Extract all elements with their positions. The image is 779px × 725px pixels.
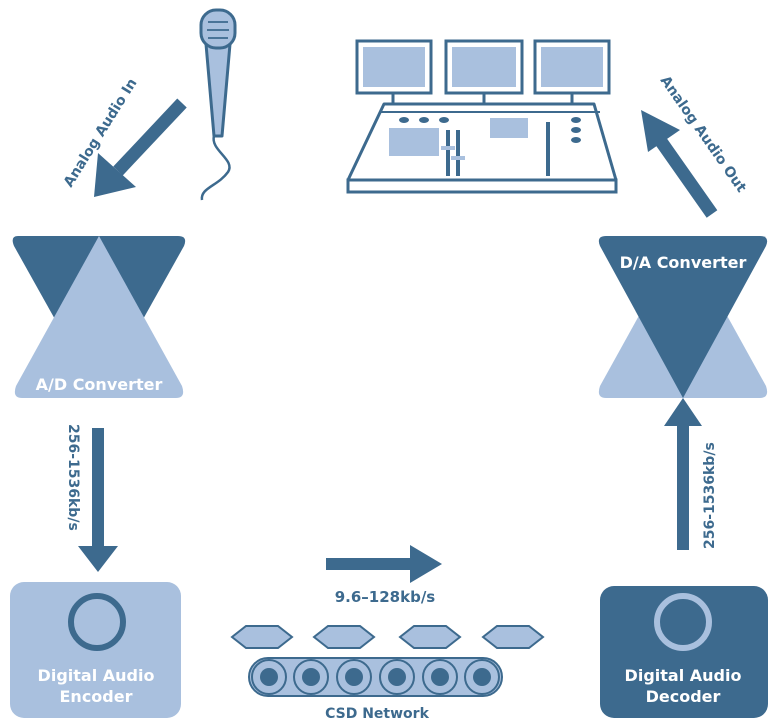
microphone-icon <box>199 8 237 201</box>
ad-converter <box>12 236 186 398</box>
down-arrow-left <box>78 428 118 572</box>
rate-right-label: 256-1536kb/s <box>702 442 718 549</box>
packet-hexagon <box>398 625 462 649</box>
encoder-circle-icon <box>68 593 126 651</box>
network-node <box>379 659 415 695</box>
network-node <box>251 659 287 695</box>
encoder-label-line1: Digital Audio <box>38 666 155 685</box>
ad-converter-label: A/D Converter <box>36 375 163 394</box>
network-node <box>464 659 500 695</box>
decoder-circle-icon <box>654 593 712 651</box>
network-label: CSD Network <box>325 706 429 722</box>
decoder-label-line1: Digital Audio <box>625 666 742 685</box>
encoder-box <box>10 582 181 718</box>
rate-network-label: 9.6–128kb/s <box>335 588 436 606</box>
network-arrow <box>326 545 442 583</box>
mixing-console-icon <box>346 39 618 194</box>
decoder-label-line2: Decoder <box>646 687 721 706</box>
up-arrow-right <box>664 398 702 550</box>
network-packets <box>230 625 545 649</box>
analog-in-arrow <box>94 98 187 197</box>
network-node <box>336 659 372 695</box>
da-converter <box>598 236 768 398</box>
csd-network-pipe <box>248 657 503 697</box>
packet-hexagon <box>481 625 545 649</box>
encoder-label-line2: Encoder <box>60 687 133 706</box>
packet-hexagon <box>312 625 376 649</box>
network-node <box>293 659 329 695</box>
da-converter-label: D/A Converter <box>620 253 747 272</box>
decoder-box <box>600 586 768 718</box>
packet-hexagon <box>230 625 294 649</box>
rate-left-label: 256-1536kb/s <box>65 424 81 531</box>
network-node <box>422 659 458 695</box>
analog-out-arrow <box>641 110 718 218</box>
